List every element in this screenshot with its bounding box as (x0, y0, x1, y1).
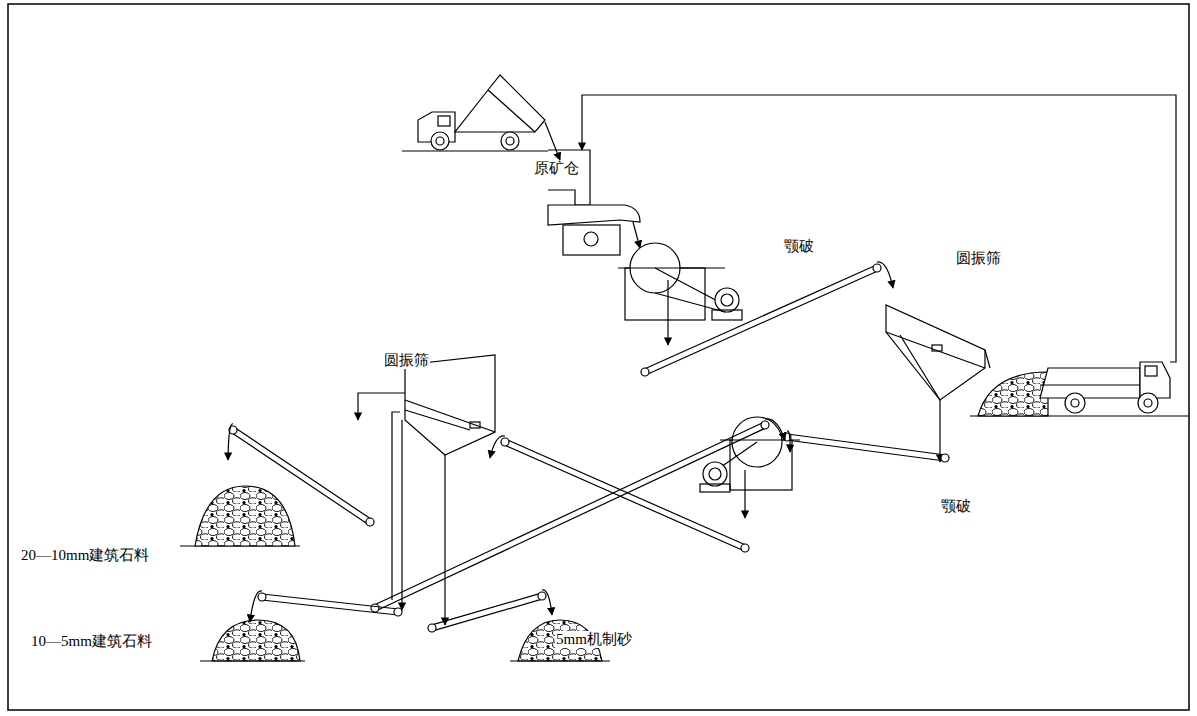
product-label: 20—10mm建筑石料 (20, 547, 150, 564)
vibrating-screen (358, 355, 495, 625)
belt-conveyor (490, 436, 749, 552)
belt-conveyor (428, 590, 552, 632)
jaw-crusher (618, 243, 742, 345)
belt-conveyor (250, 591, 402, 622)
equipment-label: 颚破 (940, 498, 972, 515)
equipment-label: 圆振筛 (955, 250, 1002, 267)
equipment-label: 颚破 (783, 238, 815, 255)
belt-conveyor (228, 424, 374, 526)
product-label: 10—5mm建筑石料 (30, 633, 153, 650)
return-line (582, 95, 1176, 362)
oversize-pile (970, 362, 1189, 416)
product-pile (180, 486, 610, 661)
equipment-label: 原矿仓 (533, 160, 580, 177)
belt-conveyor (371, 419, 785, 612)
equipment-label: 圆振筛 (383, 352, 430, 369)
product-label: 5mm机制砂 (555, 631, 633, 648)
belt-conveyor (641, 262, 893, 376)
dump-truck (402, 75, 560, 160)
frame (8, 4, 1189, 710)
vibrating-screen (886, 305, 990, 462)
jaw-crusher (700, 417, 800, 518)
belt-conveyor (783, 431, 949, 462)
